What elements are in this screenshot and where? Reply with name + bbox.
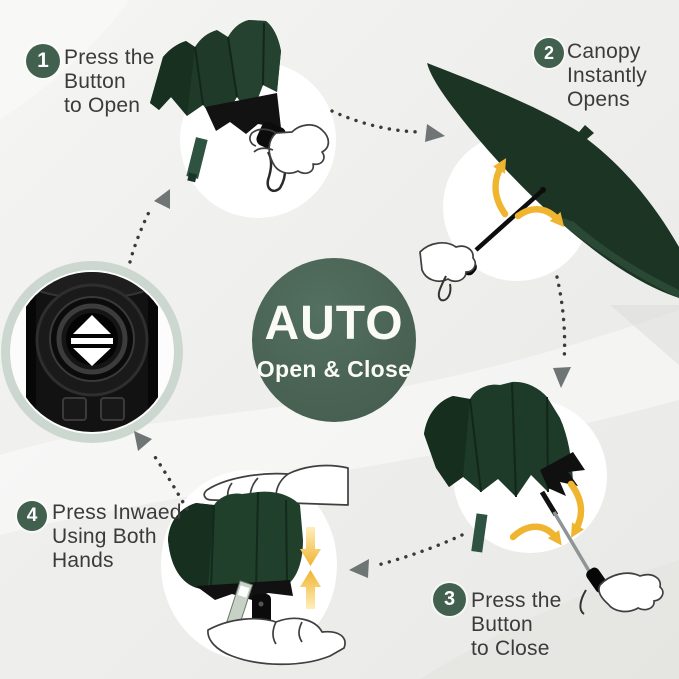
step3-line2: Button <box>471 613 533 636</box>
flow-connectors <box>128 109 567 568</box>
step3-line3: to Close <box>471 637 550 660</box>
curved-motion-arrow-icon <box>492 158 565 228</box>
step1-label: Press the Button to Open <box>64 46 155 118</box>
step2-line1: Canopy <box>567 40 641 63</box>
compress-arrows-icon <box>300 527 321 609</box>
umbrella-tip <box>186 137 208 183</box>
step3-label: Press the Button to Close <box>471 589 562 661</box>
auto-title: AUTO <box>264 297 404 350</box>
dotted-arrow-1-2-icon <box>330 109 424 134</box>
step3-umbrella-illustration <box>424 381 664 615</box>
hand-illustration <box>419 242 476 302</box>
step2-umbrella-illustration <box>419 63 679 302</box>
step4-label: Press Inwaed Using Both Hands <box>52 501 182 573</box>
step3-number-badge: 3 <box>433 583 466 616</box>
step1-line3: to Open <box>64 94 141 117</box>
button-detail-magnifier <box>1 261 183 443</box>
step4-line3: Hands <box>52 549 114 572</box>
step1-line2: Button <box>64 70 126 93</box>
curved-motion-arrow-icon <box>509 480 585 546</box>
step1-line1: Press the <box>64 46 155 69</box>
dotted-arrow-3-4-icon <box>372 533 464 568</box>
step1-umbrella-illustration <box>150 20 330 192</box>
step2-number-badge: 2 <box>534 38 564 68</box>
auto-subtitle: Open & Close <box>256 356 412 382</box>
auto-open-close-badge: AUTO Open & Close <box>252 258 416 422</box>
step2-label: Canopy Instantly Opens <box>567 40 647 112</box>
flow-arrowheads <box>134 124 571 578</box>
step1-number-badge: 1 <box>26 44 60 78</box>
step3-line1: Press the <box>471 589 562 612</box>
step4-number-badge: 4 <box>17 501 47 531</box>
step2-line3: Opens <box>567 88 630 111</box>
hand-illustration <box>249 124 330 174</box>
hand-illustration <box>207 617 346 666</box>
hand-illustration <box>579 572 664 615</box>
step4-line2: Using Both <box>52 525 157 548</box>
step4-umbrella-illustration <box>168 464 349 666</box>
open-close-button-icon <box>71 315 113 366</box>
step2-line2: Instantly <box>567 64 648 87</box>
dotted-arrow-2-3-icon <box>555 275 567 364</box>
dotted-arrow-magnifier-1-icon <box>128 206 153 264</box>
step4-line1: Press Inwaed <box>52 501 182 524</box>
